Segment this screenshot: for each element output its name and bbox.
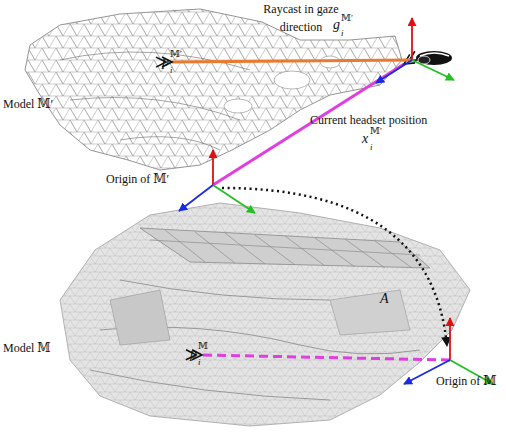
- wireframe-model-top: [25, 9, 402, 170]
- math-symbol: g: [333, 18, 340, 32]
- math-superscript: 𝕄′: [370, 126, 382, 136]
- roof-beams: [150, 230, 420, 268]
- math-subscript: i: [198, 357, 201, 367]
- axis-y: [412, 60, 454, 80]
- transform-arc: [222, 188, 447, 346]
- mesh-hole: [274, 71, 310, 89]
- axis-x: [179, 185, 213, 211]
- annotation-text: Current headset position: [310, 113, 427, 127]
- headset-body: [416, 51, 452, 65]
- headset-frame: [376, 18, 454, 83]
- model-detail: [110, 290, 170, 345]
- model-label: Model 𝕄: [3, 341, 51, 355]
- axis-z: [212, 150, 214, 185]
- math-subscript: i: [341, 28, 344, 38]
- math-symbol: p: [190, 347, 197, 361]
- math-symbol: x: [362, 132, 368, 146]
- mesh-hole: [224, 99, 252, 113]
- math-subscript: i: [370, 142, 373, 152]
- math-superscript: 𝕄′: [341, 13, 353, 23]
- model-texture: [60, 203, 470, 426]
- model-contour: [90, 280, 420, 400]
- headset-icon: [416, 51, 452, 65]
- gaze-raycast: [172, 60, 412, 62]
- axis-x: [376, 60, 412, 83]
- axis-y: [213, 185, 255, 213]
- transformed-point-vector: [202, 355, 450, 360]
- axis-z: [411, 18, 413, 60]
- mesh-contour: [60, 52, 250, 150]
- transform-label: A: [380, 292, 389, 306]
- axis-z: [449, 318, 451, 360]
- origin-label: Origin of 𝕄: [436, 374, 497, 388]
- mesh-outline: [25, 9, 402, 170]
- annotation-text: Raycast in gaze direction: [245, 0, 357, 36]
- mesh-triangles: [25, 9, 402, 170]
- model-label: Model 𝕄′: [3, 97, 53, 111]
- headset-band: [420, 53, 449, 56]
- roof-structure: [140, 228, 430, 268]
- model-surface: [60, 203, 470, 426]
- math-superscript: 𝕄: [198, 341, 208, 351]
- origin-frame-top: [179, 150, 255, 213]
- model-detail: [330, 290, 410, 335]
- math-subscript: i: [170, 65, 173, 75]
- origin-label: Origin of 𝕄′: [106, 172, 169, 186]
- math-symbol: p: [162, 55, 169, 69]
- math-superscript: 𝕄′: [170, 49, 182, 59]
- scanned-model-bottom: [60, 203, 470, 426]
